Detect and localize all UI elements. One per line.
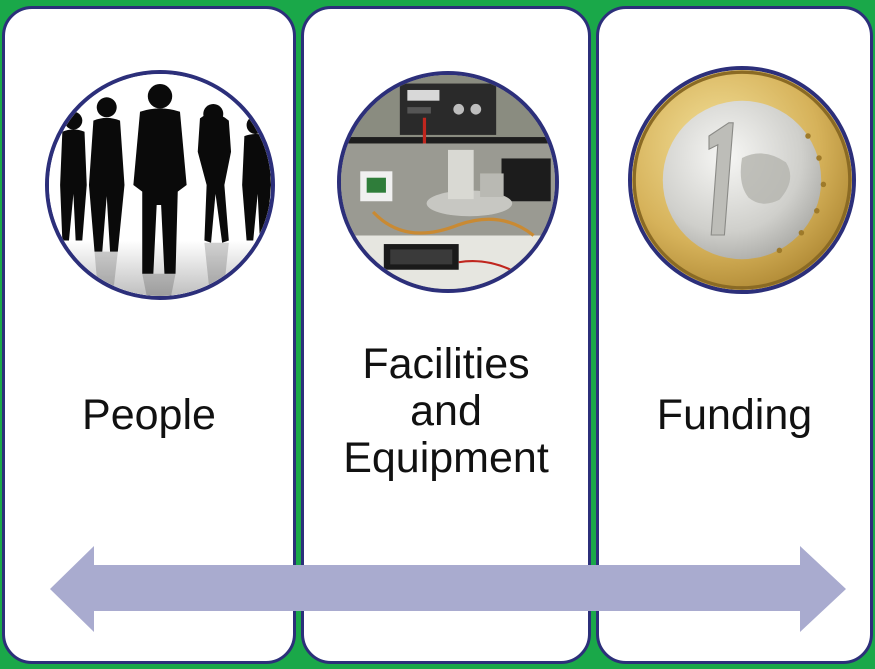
facilities-label-line-2: and bbox=[410, 387, 482, 435]
facilities-label: Facilities and Equipment bbox=[304, 341, 588, 482]
facilities-panel: Facilities and Equipment bbox=[301, 6, 591, 664]
funding-label-line: Funding bbox=[656, 391, 813, 439]
euro-coin-image bbox=[628, 66, 856, 294]
lab-equipment-image bbox=[337, 71, 559, 293]
funding-panel: Funding bbox=[596, 6, 873, 664]
people-label: People bbox=[5, 392, 293, 439]
funding-label: Funding bbox=[599, 392, 870, 439]
facilities-label-line-3: Equipment bbox=[343, 434, 549, 482]
people-panel: People bbox=[2, 6, 296, 664]
people-label-line: People bbox=[82, 391, 216, 439]
people-silhouettes-image bbox=[45, 70, 275, 300]
facilities-label-line-1: Facilities bbox=[362, 340, 530, 388]
